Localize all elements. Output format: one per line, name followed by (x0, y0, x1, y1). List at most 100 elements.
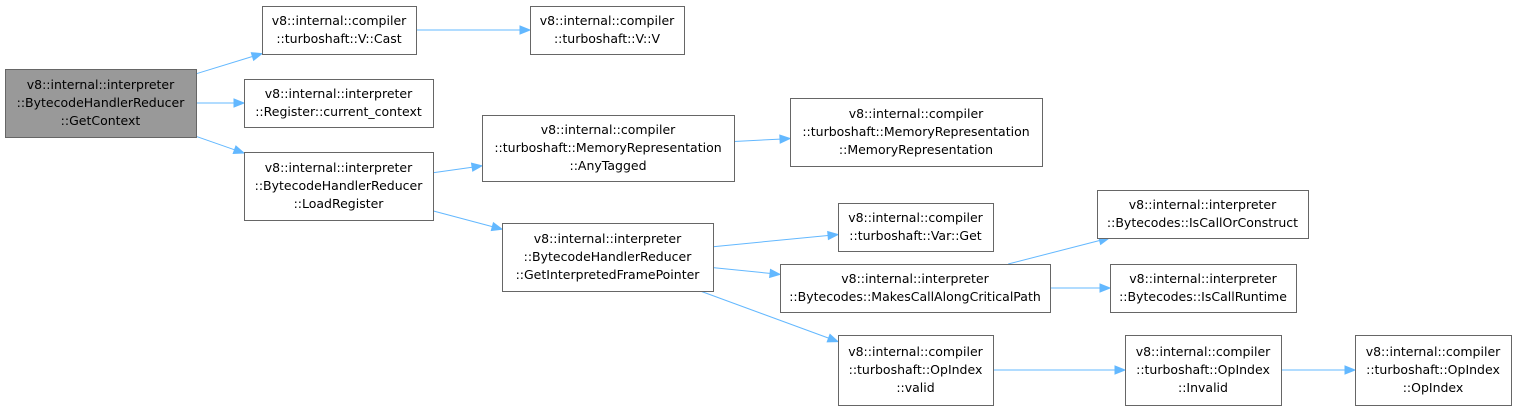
arrowhead-icon (470, 162, 484, 172)
node-label-line: ::turboshaft::V::V (554, 31, 661, 46)
node-label-line: ::Register::current_context (255, 104, 422, 119)
graph-node[interactable]: v8::internal::interpreter::Bytecodes::Is… (1097, 190, 1309, 239)
node-label-line: ::turboshaft::OpIndex (1366, 362, 1500, 377)
edge-line (712, 267, 771, 274)
node-label-line: ::GetInterpretedFramePointer (516, 267, 701, 282)
graph-node[interactable]: v8::internal::interpreter::Bytecodes::Ma… (780, 264, 1051, 313)
arrowhead-icon (519, 25, 532, 35)
edge-line (432, 166, 473, 174)
node-label-line: ::Bytecodes::IsCallRuntime (1119, 289, 1287, 304)
node-label-line: ::BytecodeHandlerReducer (524, 249, 693, 264)
arrowhead-icon (1114, 365, 1127, 375)
node-label-line: ::turboshaft::OpIndex (1136, 362, 1270, 377)
node-label-line: ::Bytecodes::IsCallOrConstruct (1107, 215, 1298, 230)
node-label-line: v8::internal::interpreter (1129, 197, 1277, 212)
node-box (838, 203, 994, 252)
node-label-line: v8::internal::interpreter (27, 77, 175, 92)
node-label-line: v8::internal::compiler (541, 122, 676, 137)
edge-line (195, 135, 235, 151)
node-box (1355, 335, 1512, 406)
edge-n0-n4 (195, 135, 246, 155)
arrowhead-icon (779, 134, 792, 144)
arrowhead-icon (490, 221, 504, 232)
graph-node[interactable]: v8::internal::compiler::turboshaft::Memo… (482, 115, 735, 182)
node-label-line: v8::internal::interpreter (841, 271, 989, 286)
node-label-line: ::turboshaft::OpIndex (849, 362, 983, 377)
node-box (262, 6, 417, 55)
node-box (5, 69, 197, 138)
node-label-line: ::Invalid (1178, 380, 1228, 395)
edge-n4-n7 (432, 210, 504, 232)
edge-n4-n5 (432, 162, 484, 174)
arrowhead-icon (1344, 365, 1357, 375)
node-label-line: v8::internal::compiler (849, 106, 984, 121)
node-box (502, 223, 714, 292)
graph-node[interactable]: v8::internal::interpreter::BytecodeHandl… (244, 152, 434, 221)
edge-n12-n13 (993, 365, 1127, 375)
node-box (1125, 335, 1282, 406)
edge-line (1008, 240, 1100, 265)
nodes-layer: v8::internal::interpreter::BytecodeHandl… (5, 6, 1512, 406)
node-label-line: ::turboshaft::Var::Get (849, 228, 982, 243)
edge-n0-n1 (195, 52, 264, 75)
edge-line (712, 235, 829, 248)
edge-line (733, 138, 781, 142)
node-label-line: ::Bytecodes::MakesCallAlongCriticalPath (789, 289, 1041, 304)
node-label-line: v8::internal::interpreter (534, 231, 682, 246)
node-label-line: ::turboshaft::V::Cast (276, 31, 401, 46)
edge-line (700, 290, 829, 339)
edge-n0-n3 (196, 98, 246, 108)
edge-line (195, 56, 253, 75)
node-box (530, 6, 685, 55)
node-label-line: ::turboshaft::MemoryRepresentation (494, 140, 721, 155)
graph-node[interactable]: v8::internal::compiler::turboshaft::OpIn… (1125, 335, 1282, 406)
arrowhead-icon (1099, 283, 1112, 293)
node-box (790, 98, 1043, 167)
arrowhead-icon (826, 333, 840, 343)
graph-node[interactable]: v8::internal::compiler::turboshaft::Var:… (838, 203, 994, 252)
node-box (482, 115, 735, 182)
arrowhead-icon (233, 98, 246, 108)
edges-layer (195, 25, 1357, 375)
edge-n7-n12 (700, 290, 840, 343)
graph-node[interactable]: v8::internal::compiler::turboshaft::V::C… (262, 6, 417, 55)
node-label-line: v8::internal::compiler (848, 210, 983, 225)
edge-n5-n6 (733, 134, 792, 144)
node-label-line: ::turboshaft::MemoryRepresentation (802, 124, 1029, 139)
arrowhead-icon (769, 268, 782, 279)
edge-n1-n2 (416, 25, 532, 35)
node-label-line: ::LoadRegister (294, 196, 385, 211)
node-label-line: v8::internal::interpreter (1129, 271, 1277, 286)
node-label-line: ::valid (896, 380, 934, 395)
edge-n7-n9 (712, 267, 782, 279)
edge-n9-n11 (1050, 283, 1112, 293)
node-label-line: ::BytecodeHandlerReducer (17, 95, 186, 110)
graph-node[interactable]: v8::internal::interpreter::Register::cur… (244, 79, 434, 128)
node-label-line: v8::internal::compiler (848, 344, 983, 359)
node-label-line: ::GetContext (61, 113, 141, 128)
graph-node[interactable]: v8::internal::compiler::turboshaft::OpIn… (838, 335, 994, 406)
graph-node[interactable]: v8::internal::interpreter::BytecodeHandl… (502, 223, 714, 292)
graph-node[interactable]: v8::internal::interpreter::Bytecodes::Is… (1110, 264, 1297, 313)
graph-node[interactable]: v8::internal::compiler::turboshaft::Memo… (790, 98, 1043, 167)
edge-line (432, 210, 493, 228)
node-box (1097, 190, 1309, 239)
node-label-line: ::MemoryRepresentation (839, 142, 993, 157)
node-box (838, 335, 994, 406)
edge-n7-n8 (712, 230, 840, 248)
node-label-line: v8::internal::interpreter (265, 86, 413, 101)
root-node[interactable]: v8::internal::interpreter::BytecodeHandl… (5, 69, 197, 138)
edge-n13-n14 (1281, 365, 1357, 375)
node-label-line: v8::internal::interpreter (265, 160, 413, 175)
node-label-line: v8::internal::compiler (540, 13, 675, 28)
node-label-line: v8::internal::compiler (1136, 344, 1271, 359)
graph-node[interactable]: v8::internal::compiler::turboshaft::OpIn… (1355, 335, 1512, 406)
node-box (780, 264, 1051, 313)
arrowhead-icon (827, 230, 840, 241)
arrowhead-icon (232, 145, 246, 155)
graph-node[interactable]: v8::internal::compiler::turboshaft::V::V (530, 6, 685, 55)
node-box (244, 152, 434, 221)
node-label-line: ::OpIndex (1403, 380, 1464, 395)
edge-n9-n10 (1008, 236, 1111, 265)
